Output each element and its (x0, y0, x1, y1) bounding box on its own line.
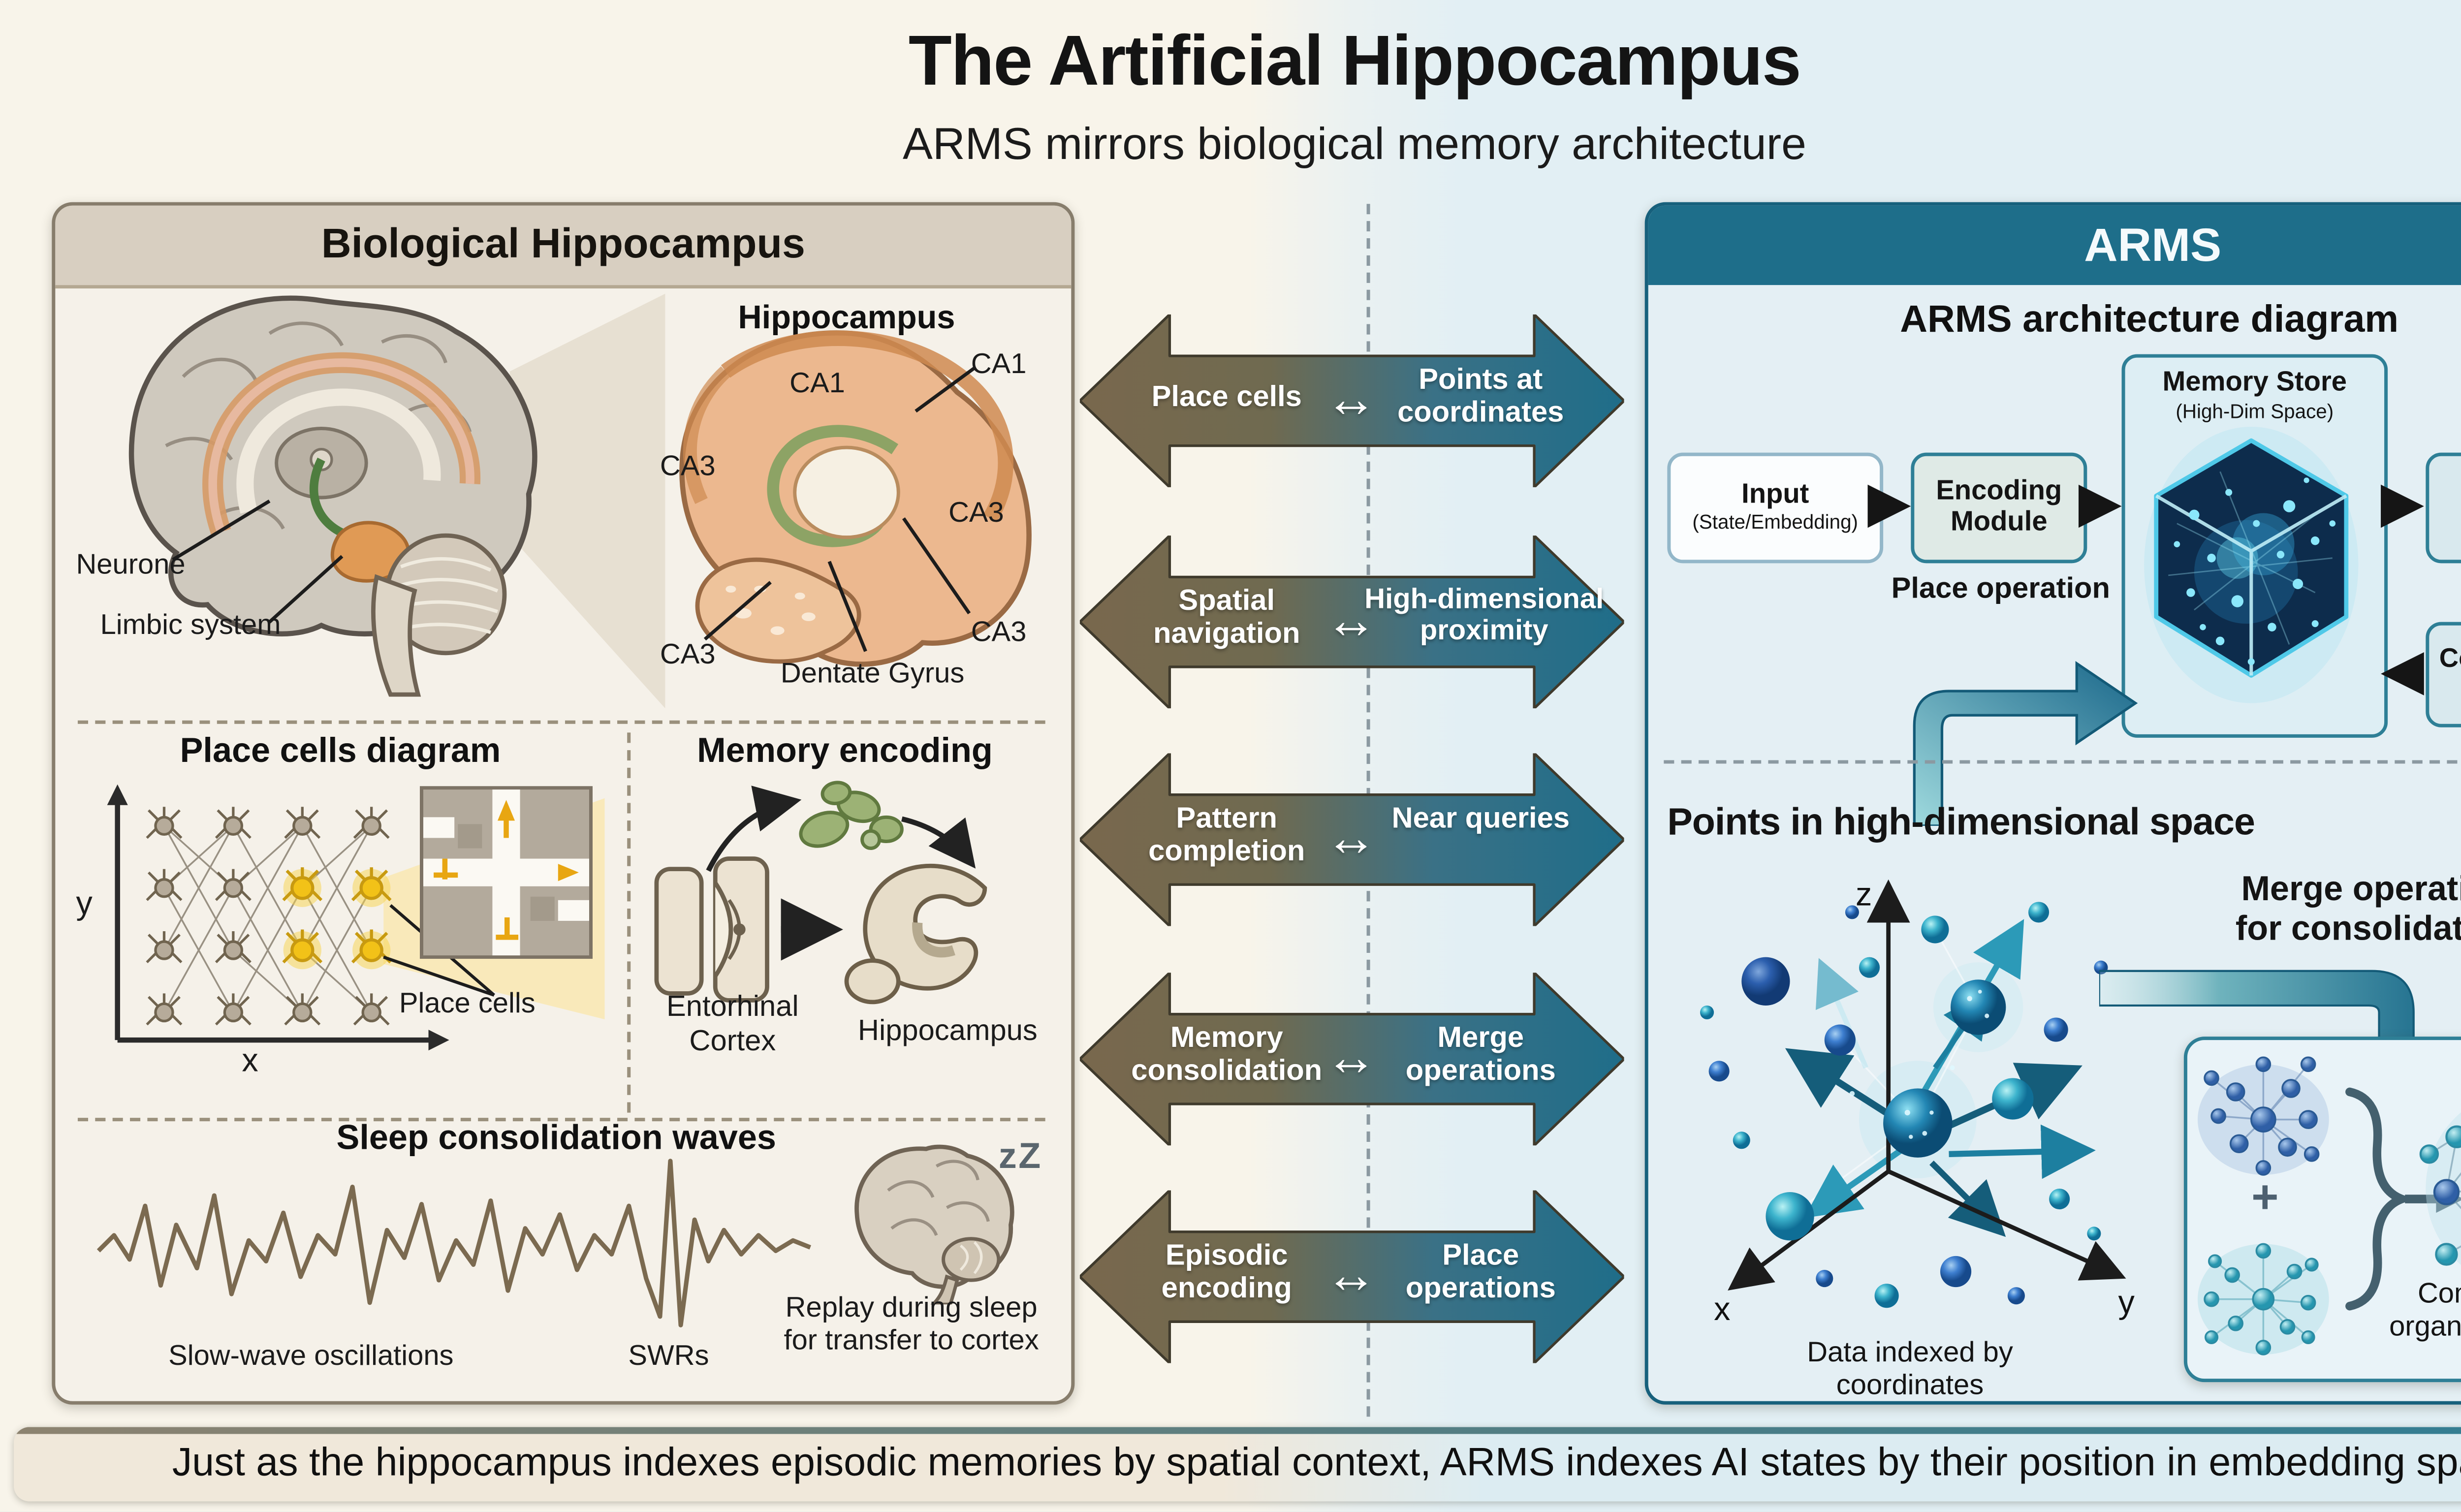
mapping-arrow-episodic-encoding: Episodic encoding ↔ Place operations (1079, 1190, 1624, 1363)
hippocampus-target-label: Hippocampus (857, 1014, 1038, 1047)
high-dim-scatter: z x y (1700, 876, 2135, 1327)
bidirectional-arrow-icon: ↔ (1325, 810, 1377, 868)
architecture-connectors (1867, 484, 2424, 695)
bio-divider-2 (77, 1118, 1045, 1122)
mapping-right-label: Points at coordinates (1397, 363, 1564, 429)
mapping-left-label: Memory consolidation (1131, 1021, 1323, 1087)
memory-store-subtitle: (High-Dim Space) (2176, 402, 2334, 423)
ca3-right-label: CA3 (948, 497, 1004, 529)
entorhinal-cortex-label: Entorhinal Cortex (666, 990, 799, 1057)
ca3-bottom-left-label: CA3 (660, 639, 716, 670)
place-operation-arrow (1913, 661, 2138, 826)
slow-wave-label: Slow-wave oscillations (168, 1340, 454, 1372)
page-subtitle: ARMS mirrors biological memory architect… (903, 117, 1806, 169)
merge-clusters-icon (2197, 1056, 2461, 1355)
replay-label: Replay during sleep for transfer to cort… (784, 1292, 1039, 1356)
mapping-right-label: Near queries (1391, 801, 1570, 835)
mapping-arrow-place-cells: Place cells ↔ Points at coordinates (1079, 314, 1624, 487)
page-title: The Artificial Hippocampus (908, 21, 1801, 100)
mapping-right-label: Place operations (1405, 1238, 1556, 1305)
memory-cube-icon (2144, 427, 2359, 703)
dentate-gyrus-label: Dentate Gyrus (780, 658, 965, 690)
scatter-caption: Data indexed by coordinates (1807, 1337, 2013, 1401)
bidirectional-arrow-icon: ↔ (1325, 1030, 1377, 1087)
footer-accent-strip (14, 1427, 2461, 1434)
brain-illustration-icon (128, 295, 537, 697)
zzz-icon: zZ (998, 1136, 1042, 1177)
footer-bar: Just as the hippocampus indexes episodic… (14, 1427, 2461, 1502)
swrs-label: SWRs (628, 1340, 709, 1372)
retrieval-module-box: Retrieval Module (2426, 452, 2461, 564)
ca1-inner-label: CA1 (789, 368, 845, 399)
maze-inset-icon (419, 786, 593, 959)
ca3-bottom-right-label: CA3 (971, 617, 1027, 648)
bio-divider-v (627, 732, 631, 1113)
neurone-label: Neurone (76, 549, 186, 581)
consolidation-module-label: Consolidation Module (2439, 645, 2461, 675)
bidirectional-arrow-icon: ↔ (1325, 593, 1377, 650)
place-cells-callout: Place cells (399, 988, 536, 1020)
bidirectional-arrow-icon: ↔ (1325, 1247, 1377, 1305)
scatter-y-axis-label: y (2118, 1284, 2135, 1321)
consolidation-module-box: Consolidation Module (2426, 622, 2461, 727)
mapping-right-label: High-dimensional proximity (1364, 584, 1604, 647)
input-box: Input (State/Embedding) (1667, 452, 1884, 564)
arms-architecture-title: ARMS architecture diagram (1900, 297, 2399, 341)
place-operation-label: Place operation (1891, 571, 2111, 605)
place-cells-y-axis-label: y (76, 886, 93, 923)
merge-caption: Compress and organize memories (2389, 1278, 2461, 1343)
place-cells-title: Place cells diagram (180, 732, 501, 771)
mapping-left-label: Pattern completion (1148, 801, 1305, 868)
merge-operation-title: Merge operation for consolidation (2235, 871, 2461, 949)
mapping-left-label: Place cells (1151, 380, 1302, 413)
mapping-left-label: Episodic encoding (1161, 1238, 1292, 1305)
zoom-beam (509, 293, 665, 709)
scatter-z-axis-label: z (1856, 876, 1872, 913)
input-box-title: Input (1741, 480, 1809, 510)
ca3-left-label: CA3 (660, 451, 716, 482)
sleeping-brain-icon (854, 1144, 1014, 1305)
memory-store-title: Memory Store (2162, 368, 2347, 398)
mapping-arrow-memory-consolidation: Memory consolidation ↔ Merge operations (1079, 973, 1624, 1146)
limbic-system-label: Limbic system (100, 610, 281, 641)
footer-text: Just as the hippocampus indexes episodic… (172, 1439, 2461, 1484)
mapping-right-label: Merge operations (1405, 1021, 1556, 1087)
memory-encoding-title: Memory encoding (697, 732, 993, 771)
hippocampus-illustration-icon (679, 330, 1032, 667)
arms-divider (1664, 760, 2461, 764)
place-cells-x-axis-label: x (242, 1043, 258, 1080)
bidirectional-arrow-icon: ↔ (1325, 371, 1377, 429)
biological-panel-header: Biological Hippocampus (55, 205, 1072, 289)
input-box-subtitle: (State/Embedding) (1692, 514, 1859, 535)
memory-encoding-icon (654, 781, 987, 1005)
mapping-arrow-pattern-completion: Pattern completion ↔ Near queries (1079, 753, 1624, 926)
ca1-outer-label: CA1 (971, 349, 1027, 380)
sleep-waves-title: Sleep consolidation waves (336, 1119, 777, 1158)
merge-plus-icon: + (2251, 1171, 2279, 1224)
sleep-waveform (96, 1159, 811, 1327)
scatter-x-axis-label: x (1714, 1291, 1730, 1327)
mapping-arrow-spatial-navigation: Spatial navigation ↔ High-dimensional pr… (1079, 536, 1624, 709)
bio-divider-1 (77, 720, 1045, 724)
arms-panel-header: ARMS (1648, 205, 2461, 285)
mapping-left-label: Spatial navigation (1153, 584, 1300, 650)
encoding-module-label: Encoding Module (1936, 477, 2062, 537)
points-space-title: Points in high-dimensional space (1667, 800, 2255, 843)
